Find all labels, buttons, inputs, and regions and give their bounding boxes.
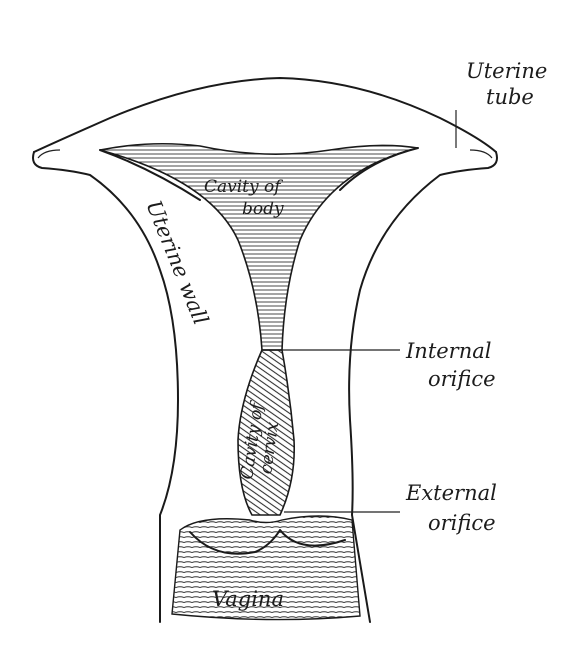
label-cavity-of-body: Cavity of body <box>204 177 286 219</box>
inner-wall-right <box>339 147 419 191</box>
vaginal-vault <box>189 529 346 555</box>
uterine-outer-outline <box>32 151 179 623</box>
uterine-outer-outline-right <box>348 151 498 623</box>
label-uterine-wall: Uterine wall <box>141 197 213 328</box>
inner-wall-left <box>99 149 201 201</box>
cavity-of-cervix <box>237 349 296 516</box>
cavity-of-body <box>99 142 419 351</box>
label-uterine-tube: Uterine tube <box>466 59 554 109</box>
label-external-orifice: External orifice <box>405 481 504 535</box>
label-internal-orifice: Internal orifice <box>405 339 498 391</box>
vagina-region <box>171 515 361 621</box>
tube-tip-left <box>37 149 61 159</box>
fundus-outline <box>33 77 497 153</box>
label-vagina: Vagina <box>212 587 284 611</box>
tube-tip-right <box>469 149 493 159</box>
